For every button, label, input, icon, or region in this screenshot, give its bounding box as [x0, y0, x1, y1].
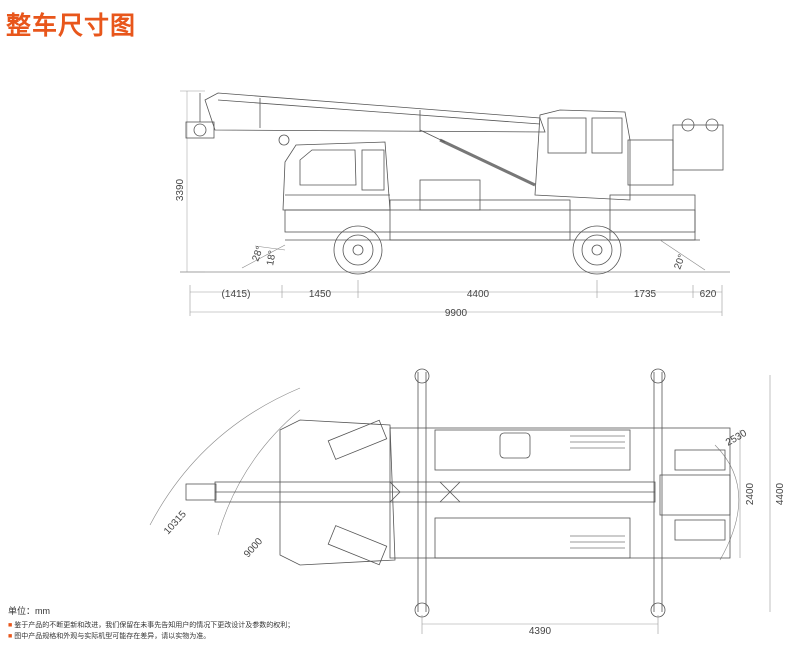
dim-4400: 4400	[467, 289, 490, 300]
outrigger-width-label: 4400	[775, 482, 786, 505]
dim-620: 620	[700, 289, 717, 300]
height-dim-label: 3390	[175, 178, 186, 201]
note-2: ■图中产品规格和外观与实际机型可能存在差异，请以实物为准。	[8, 633, 211, 640]
track-width-label: 2400	[745, 482, 756, 505]
front-angle-label: 18°	[265, 250, 278, 267]
dim-1415: (1415)	[222, 289, 251, 300]
dim-1450: 1450	[309, 289, 332, 300]
dim-1735: 1735	[634, 289, 657, 300]
approach-angle-label: 28°	[250, 245, 266, 263]
total-length-label: 9900	[445, 308, 468, 319]
radius-outer-label: 10315	[162, 509, 189, 537]
rear-radius-label: 2530	[724, 428, 749, 449]
departure-angle-label: 20°	[672, 253, 688, 271]
page-title: 整车尺寸图	[6, 11, 137, 40]
radius-inner-label: 9000	[242, 536, 265, 560]
unit-label: 单位：mm	[8, 606, 50, 616]
outrigger-span-label: 4390	[529, 626, 552, 637]
note-1: ■鉴于产品的不断更新和改进，我们保留在未事先告知用户的情况下更改设计及参数的权利…	[8, 622, 295, 629]
